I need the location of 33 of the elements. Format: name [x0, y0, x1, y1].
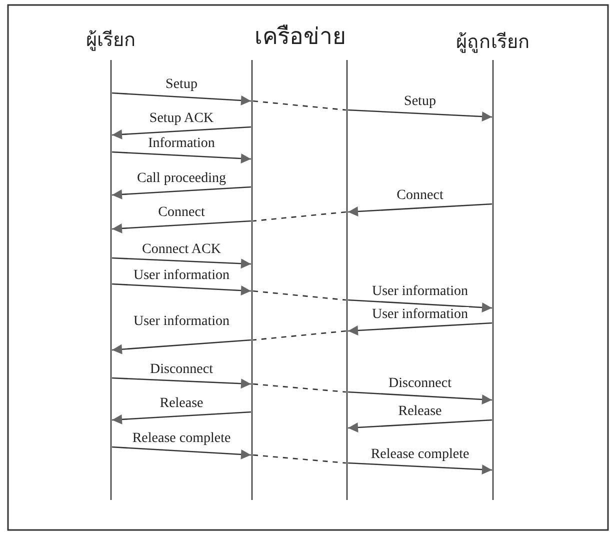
message-arrow	[348, 203, 492, 216]
message-arrow	[112, 220, 252, 234]
message-arrow	[348, 109, 492, 122]
message-arrow	[112, 377, 252, 389]
message-arrow	[112, 257, 252, 269]
dashed-connector	[252, 454, 346, 464]
message-arrow	[348, 299, 492, 312]
message-arrow	[112, 92, 252, 106]
dashed-connector	[252, 330, 346, 341]
edge-label: Call proceeding	[136, 171, 228, 186]
message-arrow	[112, 283, 252, 296]
message-arrow	[112, 446, 252, 460]
edge-label: Setup	[403, 94, 437, 109]
dashed-connector	[252, 383, 346, 393]
edge-label: Setup ACK	[148, 111, 215, 126]
edge-label: Release complete	[131, 431, 232, 446]
message-arrow	[348, 322, 492, 336]
dashed-connector	[252, 290, 346, 301]
message-arrow	[112, 151, 252, 164]
dashed-connector	[252, 100, 346, 111]
message-arrow	[348, 419, 492, 432]
dashed-connector	[252, 211, 346, 222]
message-arrow	[348, 391, 492, 404]
participant-label: ผู้ถูกเรียก	[455, 30, 531, 55]
message-arrow	[348, 462, 492, 474]
message-arrow	[112, 339, 252, 354]
message-arrow	[112, 186, 252, 200]
edge-label: Release complete	[370, 447, 470, 462]
participant-label: ผู้เรียก	[85, 28, 137, 53]
edge-label: Setup	[164, 77, 198, 92]
group-heading: เครือข่าย	[254, 23, 346, 52]
message-arrow	[112, 411, 252, 424]
message-arrow	[112, 126, 252, 140]
